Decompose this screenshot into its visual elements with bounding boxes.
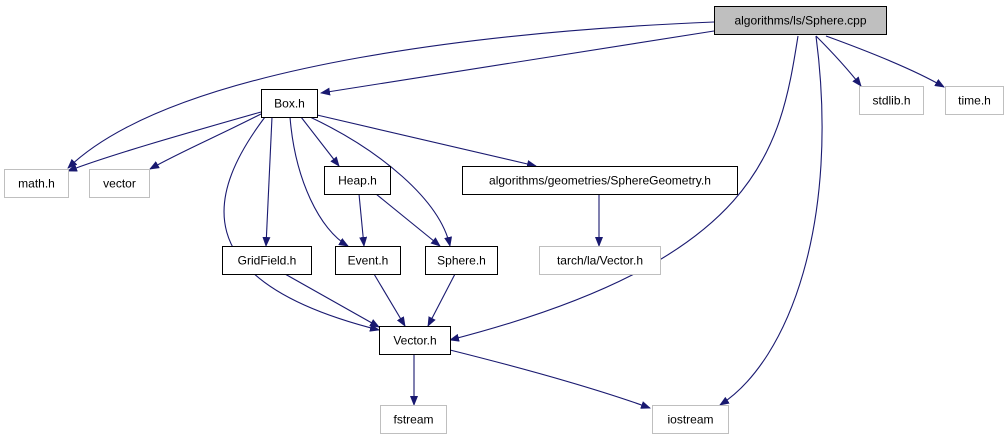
- edge-box-to-vector: [149, 113, 262, 170]
- node-box-box: [261, 89, 318, 118]
- node-box-heap: [324, 166, 391, 195]
- node-box-fstream: [380, 405, 447, 434]
- node-box-root: [714, 6, 887, 35]
- node-math: math.h: [4, 169, 69, 198]
- node-label-math: math.h: [18, 177, 55, 191]
- node-box-spheregeom: [462, 166, 738, 195]
- node-label-spheregeom: algorithms/geometries/SphereGeometry.h: [489, 174, 711, 188]
- edge-box-to-gridfield: [262, 116, 273, 247]
- node-time: time.h: [945, 86, 1004, 115]
- node-label-fstream: fstream: [393, 413, 433, 427]
- node-box[interactable]: Box.h: [261, 89, 318, 118]
- node-box-event: [335, 246, 401, 275]
- node-iostream: iostream: [652, 405, 729, 434]
- node-heap[interactable]: Heap.h: [324, 166, 391, 195]
- node-box-stdlib: [859, 86, 924, 115]
- edges-layer: [67, 21, 945, 409]
- node-event[interactable]: Event.h: [335, 246, 401, 275]
- edge-box-to-spheregeom: [316, 114, 537, 168]
- edge-sphereh-to-vectorh: [427, 273, 456, 327]
- edge-heap-to-event: [358, 193, 368, 247]
- edge-box-to-sphereh: [309, 116, 452, 247]
- edge-box-to-vectorh: [223, 116, 380, 332]
- node-vector: vector: [89, 169, 150, 198]
- edge-gridfield-to-vectorh: [284, 273, 380, 328]
- node-box-sphereh: [425, 246, 498, 275]
- node-box-vectorh: [379, 326, 451, 355]
- edge-box-to-heap: [300, 116, 340, 167]
- node-label-gridfield: GridField.h: [238, 254, 297, 268]
- node-label-heap: Heap.h: [338, 174, 377, 188]
- edge-root-to-stdlib: [815, 35, 862, 87]
- node-box-iostream: [652, 405, 729, 434]
- node-label-box: Box.h: [274, 97, 305, 111]
- node-label-stdlib: stdlib.h: [872, 94, 910, 108]
- node-label-vectorh: Vector.h: [393, 334, 436, 348]
- edge-box-to-math: [67, 111, 262, 172]
- edge-root-to-vectorh: [449, 35, 799, 342]
- edge-box-to-event: [289, 116, 349, 247]
- edge-heap-to-sphereh: [375, 193, 441, 247]
- node-box-math: [4, 169, 69, 198]
- node-gridfield[interactable]: GridField.h: [222, 246, 312, 275]
- node-label-event: Event.h: [348, 254, 389, 268]
- node-label-iostream: iostream: [667, 413, 713, 427]
- node-sphereh[interactable]: Sphere.h: [425, 246, 498, 275]
- node-spheregeom[interactable]: algorithms/geometries/SphereGeometry.h: [462, 166, 738, 195]
- node-label-time: time.h: [958, 94, 991, 108]
- node-root[interactable]: algorithms/ls/Sphere.cpp: [714, 6, 887, 35]
- node-box-time: [945, 86, 1004, 115]
- edge-root-to-math: [67, 21, 715, 169]
- edge-root-to-iostream: [719, 35, 823, 406]
- node-label-root: algorithms/ls/Sphere.cpp: [734, 14, 866, 28]
- node-fstream: fstream: [380, 405, 447, 434]
- node-tarchvector: tarch/la/Vector.h: [539, 246, 661, 275]
- node-label-sphereh: Sphere.h: [437, 254, 486, 268]
- node-box-tarchvector: [539, 246, 661, 275]
- edge-root-to-time: [825, 35, 945, 88]
- node-box-gridfield: [222, 246, 312, 275]
- node-stdlib: stdlib.h: [859, 86, 924, 115]
- edge-root-to-box: [320, 30, 715, 96]
- edge-event-to-vectorh: [373, 273, 406, 327]
- node-label-vector: vector: [103, 177, 136, 191]
- node-label-tarchvector: tarch/la/Vector.h: [557, 254, 643, 268]
- edge-vectorh-to-iostream: [449, 349, 651, 409]
- node-vectorh[interactable]: Vector.h: [379, 326, 451, 355]
- node-box-vector: [89, 169, 150, 198]
